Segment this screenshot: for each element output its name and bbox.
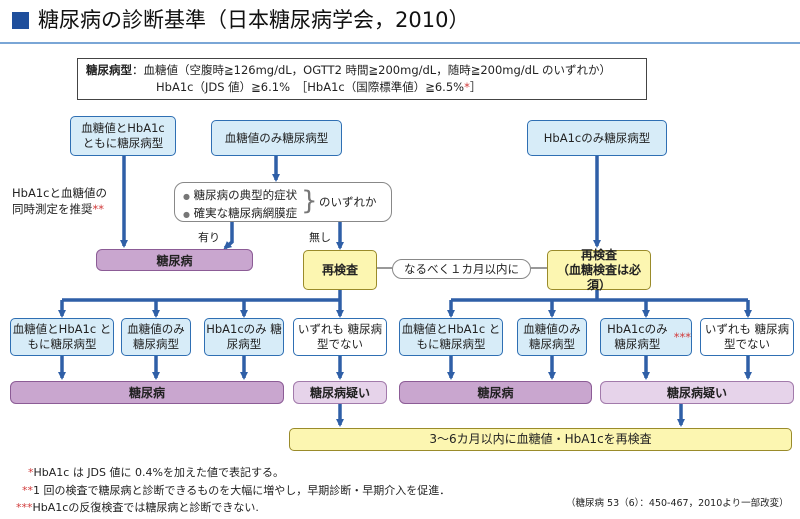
title-divider — [0, 42, 800, 44]
left-row-box-3: HbA1cのみ 糖尿病型 — [204, 318, 284, 356]
right-row-box-2: 血糖値のみ 糖尿病型 — [517, 318, 587, 356]
suspect-right-label: 糖尿病疑い — [666, 386, 727, 400]
right-row-box-4: いずれも 糖尿病型でない — [700, 318, 794, 356]
top-hba1c-only-box: HbA1cのみ糖尿病型 — [527, 120, 667, 156]
retest-left-label: 再検査 — [321, 262, 358, 277]
right-row-label-1: 血糖値とHbA1c ともに糖尿病型 — [401, 322, 501, 351]
criteria-mark: * — [464, 80, 470, 94]
side-note: HbA1cと血糖値の 同時測定を推奨** — [12, 185, 120, 217]
title-square-icon — [12, 12, 29, 29]
diabetes-box-right: 糖尿病 — [399, 381, 592, 404]
right-row-mark: *** — [673, 329, 691, 344]
footnote-2: **1 回の検査で糖尿病と診断できるものを大幅に増やし，早期診断・早期介入を促進… — [22, 484, 450, 498]
footnote-1-mark: * — [28, 466, 34, 479]
criteria-line2-end: ］ — [469, 80, 482, 94]
left-row-label-1: 血糖値とHbA1c ともに糖尿病型 — [12, 322, 112, 351]
top-both-box: 血糖値とHbA1c ともに糖尿病型 — [70, 116, 176, 156]
footnote-1: *HbA1c は JDS 値に 0.4%を加えた値で表記する。 — [28, 466, 284, 480]
retest-left-box: 再検査 — [303, 250, 377, 290]
diabetes-label: 糖尿病 — [156, 253, 193, 268]
top-hba1c-only-label: HbA1cのみ糖尿病型 — [543, 130, 651, 145]
recheck-box: 3～6カ月以内に血糖値・HbA1cを再検査 — [289, 428, 792, 451]
footnote-3-text: HbA1cの反復検査では糖尿病と診断できない. — [32, 501, 259, 514]
diabetes-box-top: 糖尿病 — [96, 249, 253, 271]
bullet-icon: ● — [183, 210, 190, 219]
left-row-box-2: 血糖値のみ 糖尿病型 — [121, 318, 191, 356]
side-note-mark: ** — [92, 202, 105, 216]
top-glucose-only-box: 血糖値のみ糖尿病型 — [211, 120, 342, 156]
criteria-label: 糖尿病型 — [86, 63, 132, 77]
brace-icon: } — [301, 186, 318, 216]
left-row-box-1: 血糖値とHbA1c ともに糖尿病型 — [10, 318, 114, 356]
symptom-retinopathy: 確実な糖尿病網膜症 — [193, 206, 298, 220]
diabetes-left-label: 糖尿病 — [128, 386, 165, 400]
criteria-line2: HbA1c（JDS 値）≧6.1% ［HbA1c（国際標準値）≧6.5% — [156, 80, 465, 94]
suspect-box-right: 糖尿病疑い — [600, 381, 794, 404]
source-citation: （糖尿病 53（6）：450-467，2010より一部改変） — [566, 498, 789, 509]
recheck-label: 3～6カ月以内に血糖値・HbA1cを再検査 — [429, 432, 652, 446]
right-row-box-3: HbA1cのみ 糖尿病型 *** — [600, 318, 692, 356]
suspect-box-left: 糖尿病疑い — [293, 381, 387, 404]
footnote-3: ***HbA1cの反復検査では糖尿病と診断できない. — [16, 501, 259, 515]
retest-right-sub: （血糖検査は必須） — [556, 262, 641, 292]
right-row-label-2: 血糖値のみ 糖尿病型 — [523, 322, 581, 351]
symptoms-suffix: のいずれか — [319, 195, 377, 209]
side-note-text: HbA1cと血糖値の 同時測定を推奨 — [12, 186, 107, 216]
right-row-label-3: HbA1cのみ 糖尿病型 — [607, 322, 668, 351]
criteria-box: 糖尿病型：血糖値（空腹時≧126mg/dL，OGTT2 時間≧200mg/dL，… — [77, 58, 647, 100]
top-glucose-only-label: 血糖値のみ糖尿病型 — [224, 130, 329, 145]
footnote-1-text: HbA1c は JDS 値に 0.4%を加えた値で表記する。 — [33, 466, 284, 479]
label-yes: 有り — [198, 231, 220, 244]
footnote-2-mark: ** — [22, 484, 33, 497]
symptoms-list: ● 糖尿病の典型的症状 ● 確実な糖尿病網膜症 — [183, 187, 297, 223]
retest-right-box: 再検査（血糖検査は必須） — [547, 247, 651, 292]
left-row-label-2: 血糖値のみ 糖尿病型 — [127, 322, 185, 351]
left-row-box-4: いずれも 糖尿病型でない — [293, 318, 387, 356]
page-title: 糖尿病の診断基準（日本糖尿病学会，2010） — [38, 8, 470, 32]
symptoms-box: ● 糖尿病の典型的症状 ● 確実な糖尿病網膜症 } のいずれか — [174, 182, 392, 222]
interval-note: なるべく１カ月以内に — [392, 259, 531, 279]
bullet-icon: ● — [183, 192, 190, 201]
criteria-line1: ：血糖値（空腹時≧126mg/dL，OGTT2 時間≧200mg/dL，随時≧2… — [132, 63, 612, 77]
diabetes-box-left: 糖尿病 — [10, 381, 284, 404]
label-no: 無し — [309, 231, 331, 244]
suspect-left-label: 糖尿病疑い — [309, 386, 370, 400]
diabetes-right-label: 糖尿病 — [477, 386, 514, 400]
left-row-label-3: HbA1cのみ 糖尿病型 — [206, 322, 282, 351]
footnote-3-mark: *** — [16, 501, 33, 514]
footnote-2-text: 1 回の検査で糖尿病と診断できるものを大幅に増やし，早期診断・早期介入を促進． — [33, 484, 451, 497]
right-row-label-4: いずれも 糖尿病型でない — [704, 322, 790, 351]
arrow-yes-to-diabetes — [223, 222, 234, 250]
left-row-label-4: いずれも 糖尿病型でない — [297, 322, 383, 351]
symptom-typical: 糖尿病の典型的症状 — [193, 188, 298, 202]
top-both-label: 血糖値とHbA1c ともに糖尿病型 — [81, 121, 165, 150]
retest-right-title: 再検査 — [580, 247, 617, 262]
right-row-box-1: 血糖値とHbA1c ともに糖尿病型 — [399, 318, 503, 356]
